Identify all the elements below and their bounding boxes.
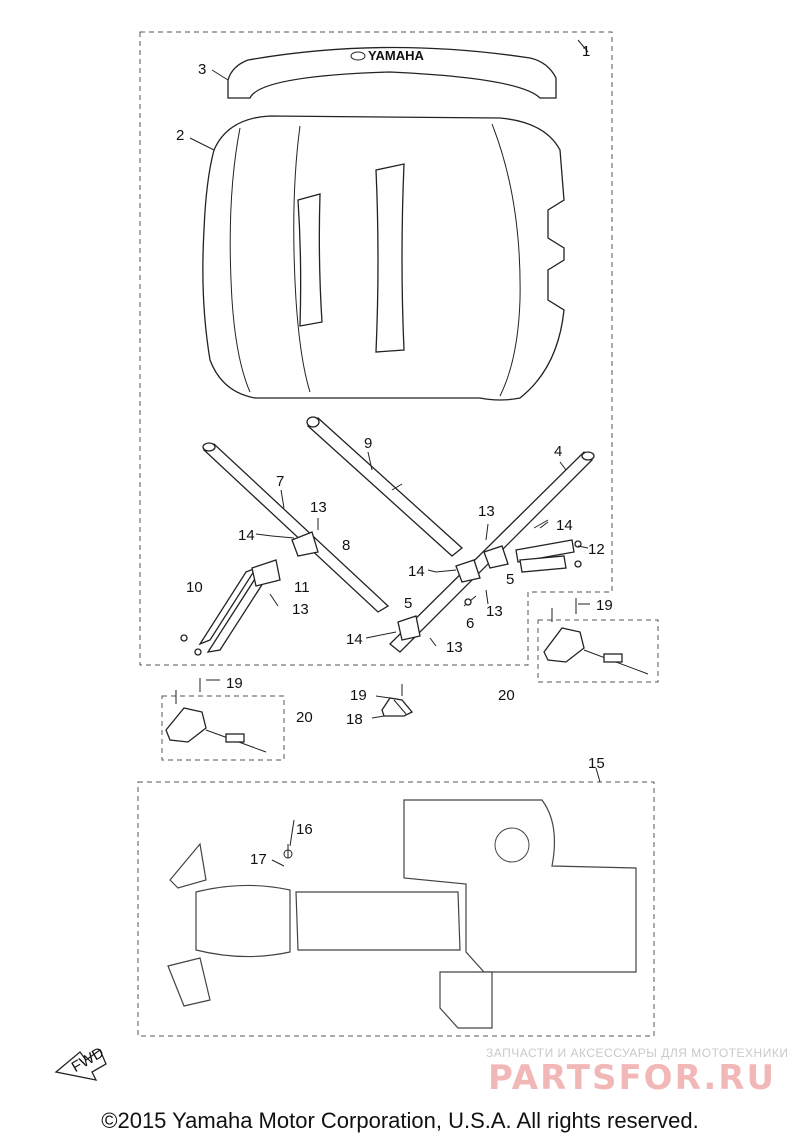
mat-set-part-15	[137, 767, 655, 1037]
callout-15: 15	[588, 755, 605, 772]
callout-18: 18	[346, 711, 363, 728]
rod-part-10-11	[180, 559, 281, 656]
callout-20b: 20	[498, 687, 515, 704]
mat-front-right	[167, 957, 211, 1007]
leader-lines	[206, 518, 590, 867]
callouts: 1 2 3 4 5 5 6 7 8 9 10 11 12 13 13 13 13…	[176, 43, 613, 868]
callout-3: 3	[198, 61, 206, 78]
seat-cover	[202, 115, 565, 401]
rod-part-4	[389, 451, 595, 653]
callout-20a: 20	[296, 709, 313, 726]
callout-19a: 19	[226, 675, 243, 692]
callout-10: 10	[186, 579, 203, 596]
watermark-brand: PARTSFOR.RU	[488, 1058, 777, 1098]
callout-5a: 5	[404, 595, 412, 612]
watermark-tagline: ЗАПЧАСТИ И АКСЕССУАРЫ ДЛЯ МОТОТЕХНИКИ	[486, 1046, 789, 1060]
callout-16: 16	[296, 821, 313, 838]
callout-14a: 14	[238, 527, 255, 544]
callout-4: 4	[554, 443, 562, 460]
callout-14d: 14	[556, 517, 573, 534]
grip-handle: YAMAHA	[227, 46, 557, 99]
callout-17: 17	[250, 851, 267, 868]
rod-part-9	[306, 416, 464, 557]
callout-13a: 13	[310, 499, 327, 516]
callout-11: 11	[294, 579, 310, 596]
copyright-footer: ©2015 Yamaha Motor Corporation, U.S.A. A…	[101, 1108, 699, 1133]
mat-front-center	[195, 884, 291, 958]
callout-2: 2	[176, 127, 184, 144]
callout-9: 9	[364, 435, 372, 452]
callout-13d: 13	[486, 603, 503, 620]
mat-center	[295, 891, 461, 951]
callout-14b: 14	[408, 563, 425, 580]
callout-13b: 13	[478, 503, 495, 520]
callout-6: 6	[466, 615, 474, 632]
callout-13e: 13	[446, 639, 463, 656]
yamaha-logo-text: YAMAHA	[368, 48, 424, 63]
callout-7: 7	[276, 473, 284, 490]
mat-rear-large	[403, 799, 637, 973]
latch-part-20-right	[537, 598, 659, 683]
mat-rear-small	[439, 971, 493, 1029]
fwd-arrow: FWD	[54, 1044, 107, 1081]
latch-part-20-left	[161, 678, 285, 761]
screw-part-14	[271, 519, 549, 637]
callout-14c: 14	[346, 631, 363, 648]
rod-part-7	[202, 442, 390, 613]
callout-8: 8	[342, 537, 350, 554]
callout-12: 12	[588, 541, 605, 558]
mat-front-left	[169, 842, 207, 889]
callout-19c: 19	[596, 597, 613, 614]
callout-13c: 13	[292, 601, 309, 618]
callout-5b: 5	[506, 571, 514, 588]
pin-part-6	[463, 595, 477, 607]
bracket-part-18	[381, 684, 414, 717]
assembly-boundary	[139, 31, 613, 666]
callout-1: 1	[582, 43, 590, 60]
damper-part-12	[515, 539, 582, 573]
callout-19b: 19	[350, 687, 367, 704]
